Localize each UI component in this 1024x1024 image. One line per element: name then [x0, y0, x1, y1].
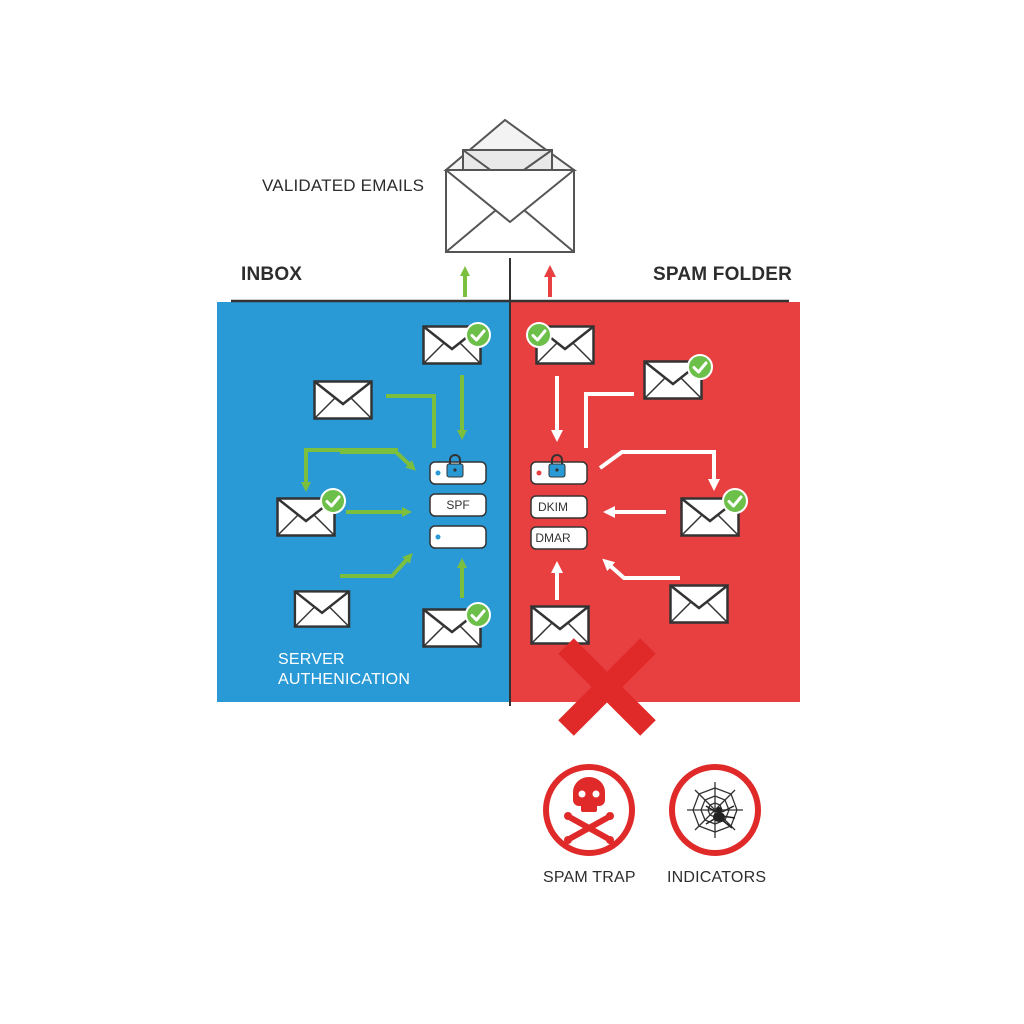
validated-emails-label: VALIDATED EMAILS	[262, 176, 425, 195]
server-label-line1: SERVER	[278, 651, 345, 668]
spam-trap-label: SPAM TRAP	[543, 869, 636, 886]
server-label-line2: AUTHENICATION	[278, 671, 411, 688]
check-badge-icon	[526, 322, 552, 348]
inbox-arrows	[301, 375, 467, 598]
spam-arrows	[551, 376, 720, 600]
indicators-label: INDICATORS	[667, 869, 767, 886]
spider-web-icon	[669, 764, 761, 856]
envelope-icon	[293, 590, 351, 628]
dmar-box-label: DMAR	[535, 531, 571, 545]
envelope-icon	[669, 584, 729, 624]
check-badge-icon	[722, 488, 748, 514]
dmar-box	[530, 526, 588, 550]
server-authentication-label: SERVER AUTHENICATION	[278, 650, 410, 690]
skull-crossbones-icon	[543, 764, 635, 856]
inbox-label: INBOX	[241, 264, 303, 285]
envelope-icon	[530, 605, 590, 645]
dkim-box	[530, 495, 588, 519]
check-badge-icon	[465, 322, 491, 348]
spam-auth-stack: DKIM DMAR	[530, 454, 588, 550]
envelope-icon	[313, 380, 373, 420]
x-mark-icon	[558, 638, 656, 736]
padlock-icon	[446, 454, 464, 478]
inbox-auth-stack: SPF	[429, 454, 487, 549]
dkim-box-label: DKIM	[538, 500, 568, 514]
check-badge-icon	[687, 354, 713, 380]
check-badge-icon	[465, 602, 491, 628]
check-badge-icon	[320, 488, 346, 514]
indicator-box	[429, 525, 487, 549]
spf-box	[429, 493, 487, 517]
spf-box-label: SPF	[446, 498, 469, 512]
spam-folder-label: SPAM FOLDER	[653, 264, 793, 285]
open-envelope-icon	[443, 118, 578, 253]
padlock-icon	[548, 454, 566, 478]
